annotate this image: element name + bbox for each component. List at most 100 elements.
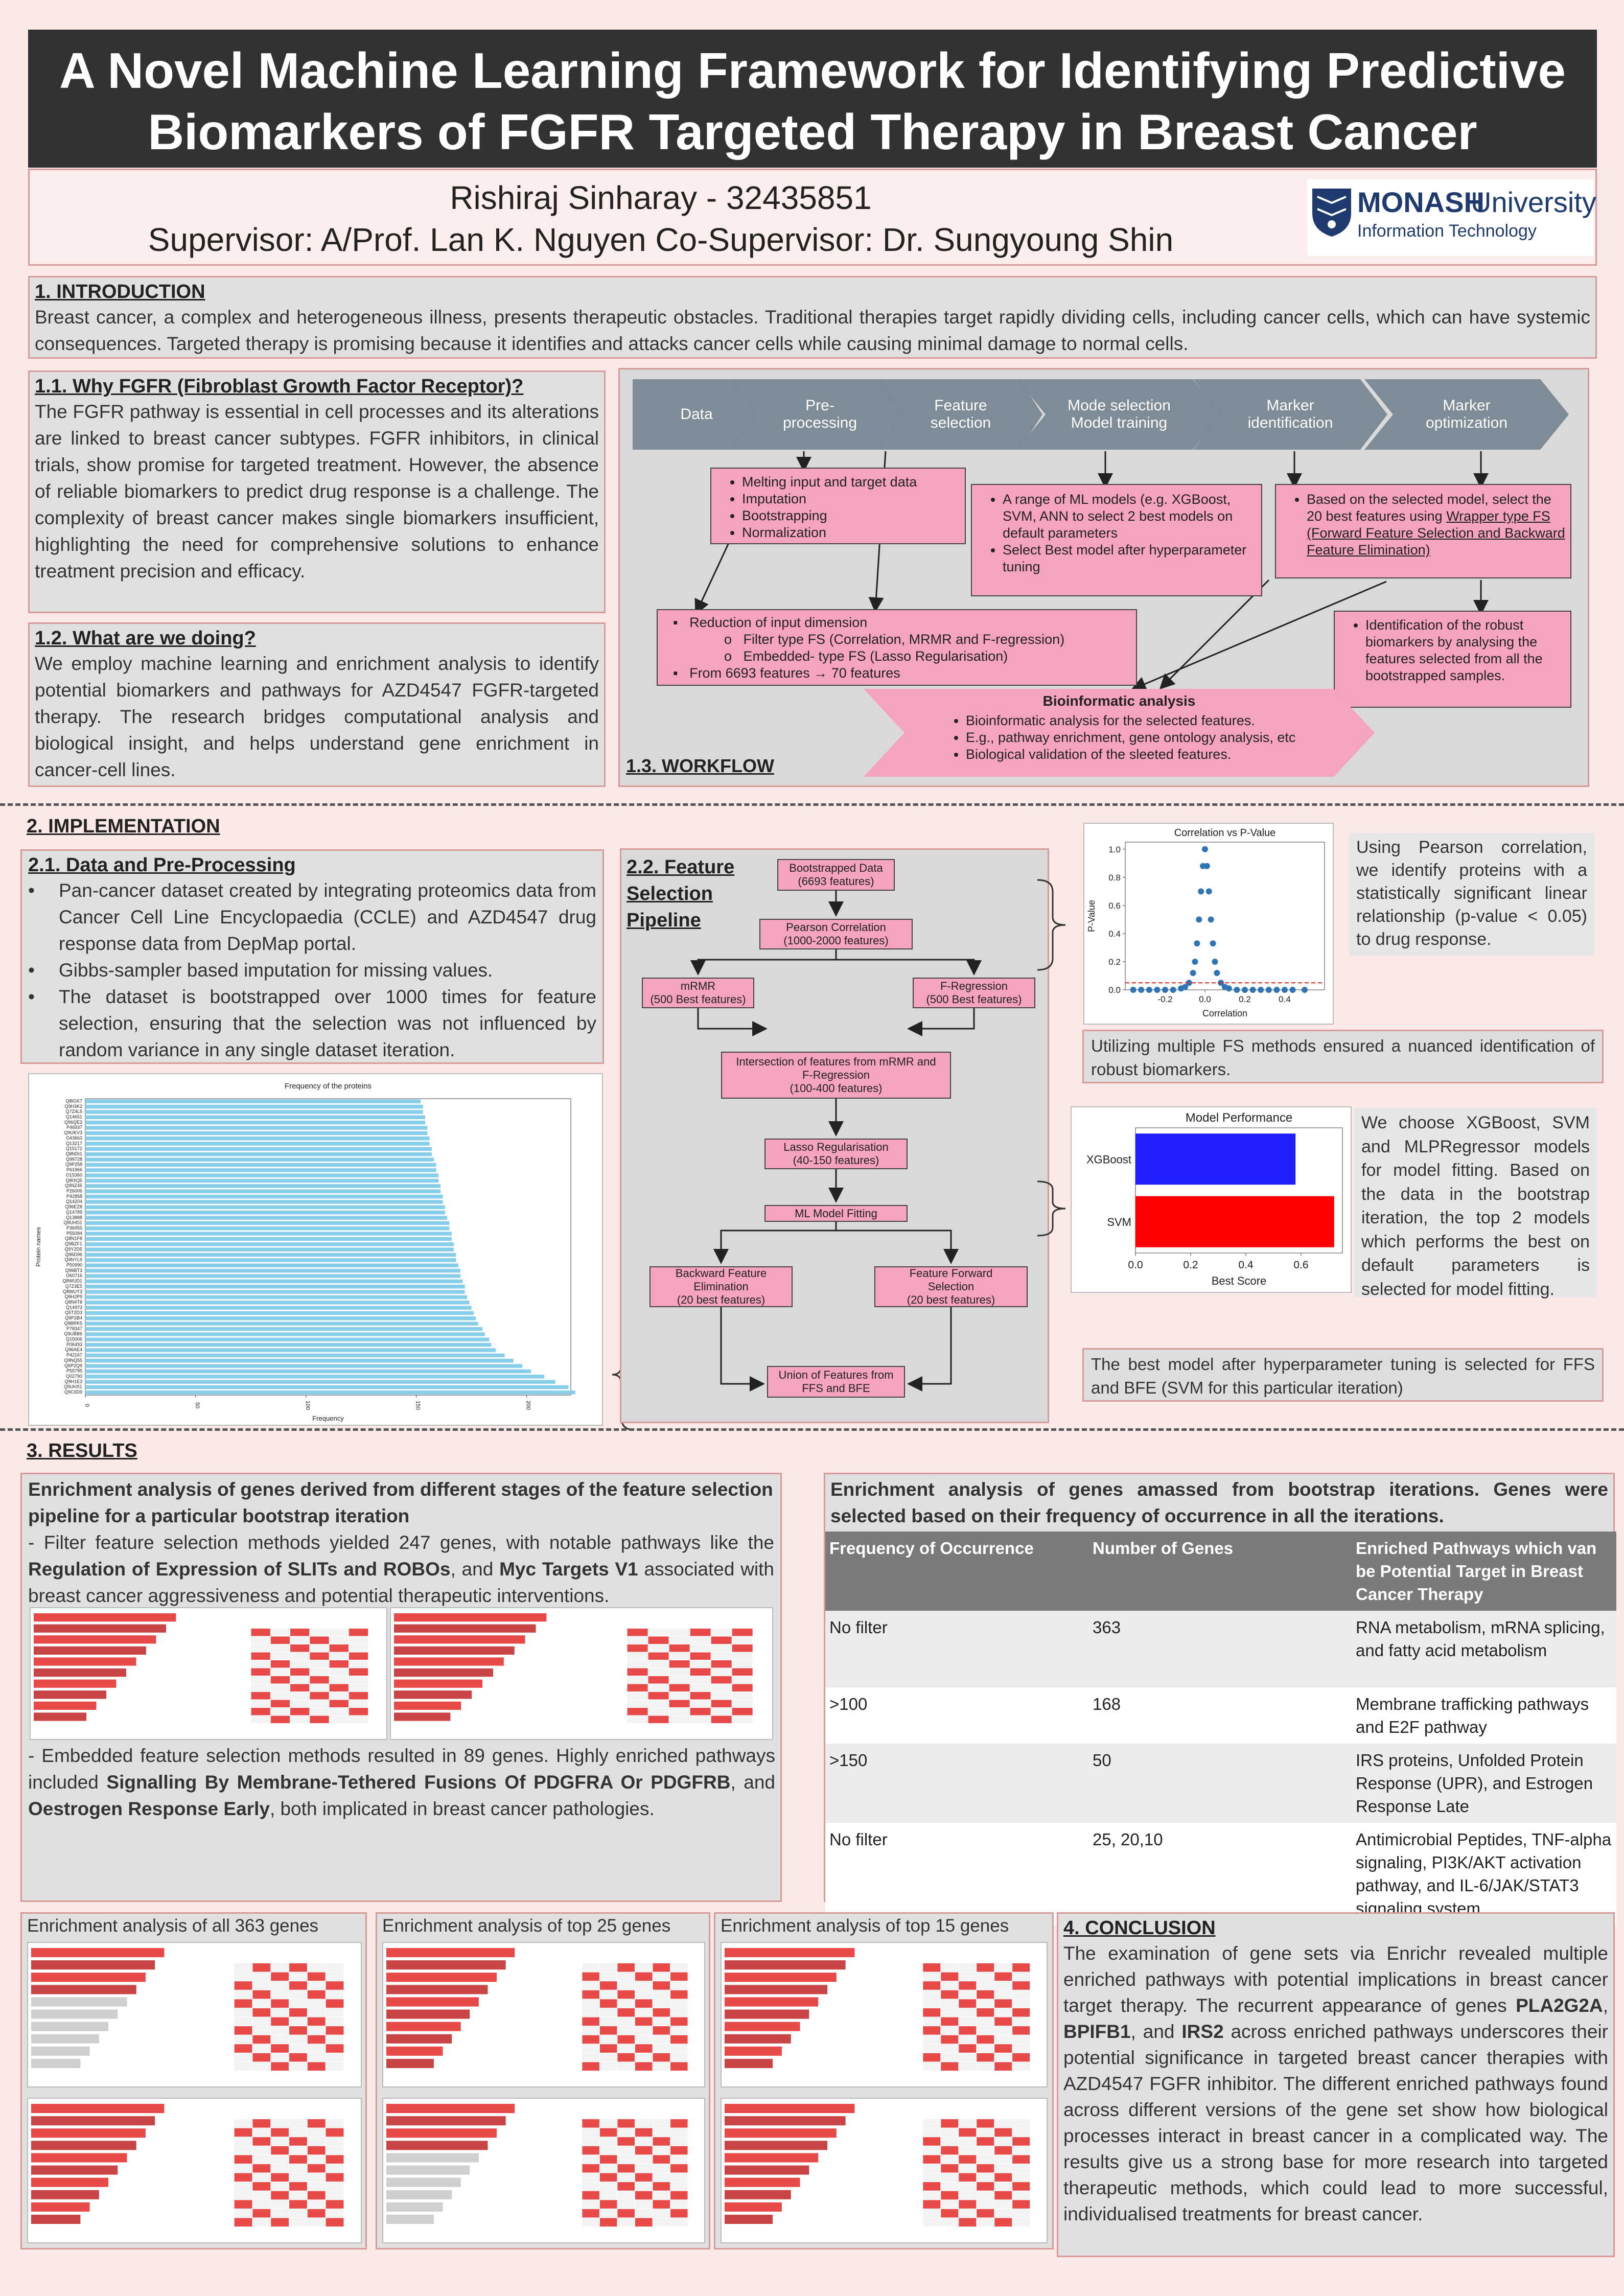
heatmap-cell xyxy=(732,1708,753,1715)
bar xyxy=(85,1316,476,1320)
heatmap-cell xyxy=(959,2191,977,2200)
heatmap-cell xyxy=(977,2191,994,2200)
heatmap-cell xyxy=(271,2155,289,2164)
workflow-step-model-training: Mode selection Model training xyxy=(1017,379,1221,450)
heatmap-cell xyxy=(234,2008,252,2017)
enrichment-bar xyxy=(386,2214,434,2224)
heatmap-cell xyxy=(329,1652,349,1660)
bar xyxy=(85,1157,434,1162)
heatmap-cell xyxy=(732,1684,753,1691)
heatmap-cell xyxy=(941,1981,959,1990)
bar xyxy=(85,1120,425,1125)
enrichment-figure xyxy=(31,1948,344,2071)
heatmap-cell xyxy=(690,1636,711,1644)
heatmap-cell xyxy=(271,2200,289,2209)
tick-label: Q14973 xyxy=(66,1305,82,1310)
heatmap-cell xyxy=(711,1708,732,1715)
heatmap-cell xyxy=(711,1715,732,1723)
heatmap-cell xyxy=(252,1972,271,1981)
heatmap-cell xyxy=(290,1668,310,1676)
heatmap-cell xyxy=(349,1715,368,1723)
heatmap-cell xyxy=(329,1715,349,1723)
pipeline-ml-fitting: ML Model Fitting xyxy=(764,1205,908,1222)
heatmap-cell xyxy=(270,1629,290,1636)
tick-label: 0.6 xyxy=(1293,1259,1308,1271)
heatmap-cell xyxy=(959,2008,977,2017)
bar xyxy=(85,1173,438,1177)
heatmap-cell xyxy=(648,1668,669,1676)
enrichment-bar xyxy=(725,2128,837,2138)
heatmap-cell xyxy=(582,2008,599,2017)
heatmap-cell xyxy=(977,2155,994,2164)
heatmap-cell xyxy=(977,1999,994,2008)
heatmap-cell xyxy=(252,2146,271,2155)
heatmap-cell xyxy=(289,2137,307,2146)
tick-label: Q9UHD1 xyxy=(63,1220,82,1225)
bar xyxy=(85,1110,423,1114)
heatmap-cell xyxy=(599,2209,617,2218)
heatmap-cell xyxy=(252,1990,271,1999)
scatter-point xyxy=(1130,987,1136,993)
enrichment-bar xyxy=(34,1679,117,1688)
enrichment-bar xyxy=(386,2165,470,2175)
heatmap-cell xyxy=(252,2035,271,2044)
enrichment-363-panel: Enrichment analysis of all 363 genes xyxy=(20,1912,367,2249)
heatmap-cell xyxy=(941,2044,959,2053)
heatmap-cell xyxy=(653,2119,670,2128)
enrichment-bar xyxy=(31,2034,99,2044)
heatmap-cell xyxy=(251,1660,270,1668)
heatmap-cell xyxy=(289,1963,307,1972)
heatmap-cell xyxy=(669,1700,690,1707)
tick-label: Q7Z4L5 xyxy=(65,1109,82,1114)
heatmap-cell xyxy=(290,1652,310,1660)
heatmap-cell xyxy=(307,2218,326,2227)
brace-pearson xyxy=(1037,879,1066,971)
heatmap-cell xyxy=(349,1676,368,1684)
tick-label: 0.0 xyxy=(1108,985,1121,995)
heatmap-cell xyxy=(271,2218,289,2227)
heatmap-cell xyxy=(289,2128,307,2137)
heatmap-cell xyxy=(307,2044,326,2053)
enrichment-figure xyxy=(725,1948,1030,2071)
heatmap-cell xyxy=(923,2044,941,2053)
heatmap-cell xyxy=(326,2218,344,2227)
heatmap-cell xyxy=(617,1981,635,1990)
bar xyxy=(85,1194,443,1199)
scatter-point xyxy=(1190,969,1196,976)
heatmap-cell xyxy=(307,2062,326,2071)
enrichment-bar xyxy=(386,2116,506,2126)
tick-label: Q8N4T8 xyxy=(65,1300,82,1305)
heatmap-cell xyxy=(648,1692,669,1700)
heatmap-cell xyxy=(977,2200,994,2209)
bar xyxy=(85,1237,452,1241)
enrichment-figure xyxy=(31,2104,344,2227)
enrichment-figure xyxy=(34,1613,368,1723)
enrichment-bar xyxy=(725,2009,809,2019)
heatmap-cell xyxy=(349,1644,368,1652)
heatmap-cell xyxy=(653,2026,670,2035)
enrichment-bar xyxy=(394,1679,483,1688)
heatmap-cell xyxy=(690,1676,711,1684)
heatmap-cell xyxy=(635,2182,653,2191)
heatmap-cell xyxy=(289,1981,307,1990)
results-left-title: Enrichment analysis of genes derived fro… xyxy=(28,1479,773,1526)
heatmap-cell xyxy=(670,2182,688,2191)
heatmap-cell xyxy=(290,1629,310,1636)
heatmap-cell xyxy=(1012,2191,1030,2200)
heatmap-cell xyxy=(941,2164,959,2173)
heatmap-cell xyxy=(923,2200,941,2209)
heatmap-cell xyxy=(923,2173,941,2182)
heatmap-cell xyxy=(959,2218,977,2227)
heatmap-cell xyxy=(1012,2026,1030,2035)
heatmap-cell xyxy=(977,1990,994,1999)
heatmap-cell xyxy=(959,1963,977,1972)
enrichment-bar xyxy=(386,1948,515,1958)
heatmap-cell xyxy=(941,1963,959,1972)
heatmap-cell xyxy=(582,2155,599,2164)
bar xyxy=(85,1226,450,1231)
heatmap-cell xyxy=(307,2137,326,2146)
tick-label: 150 xyxy=(415,1401,421,1410)
heatmap-cell xyxy=(289,2044,307,2053)
